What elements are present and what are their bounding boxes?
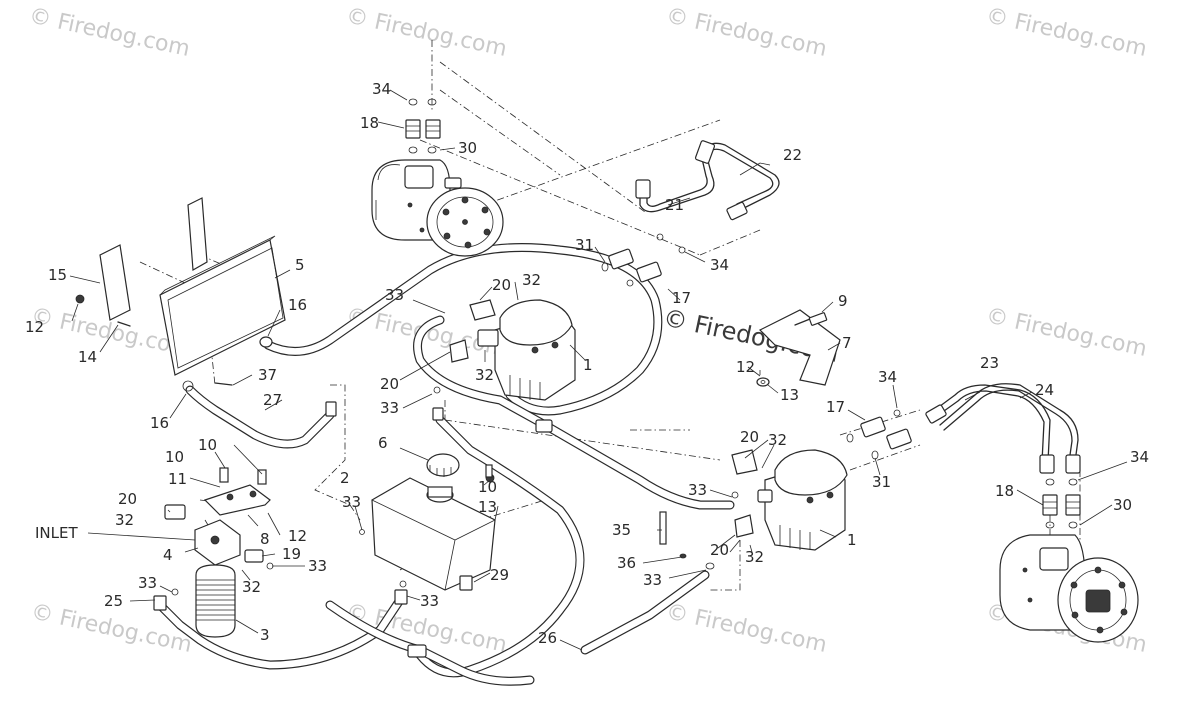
part-label-20: 20 (740, 428, 759, 446)
part-label-7: 7 (842, 334, 852, 352)
part-label-31: 31 (872, 473, 891, 491)
pump-lower (731, 449, 848, 551)
part-label-32: 32 (522, 271, 541, 289)
part-label-20: 20 (710, 541, 729, 559)
oil-cooler (75, 197, 286, 392)
part-label-33: 33 (308, 557, 327, 575)
part-label-12: 12 (288, 527, 307, 545)
part-label-20: 20 (492, 276, 511, 294)
part-label-17: 17 (826, 398, 845, 416)
inlet-label: INLET (35, 524, 78, 542)
watermark: © Firedog.com (664, 599, 829, 657)
part-label-33: 33 (342, 493, 361, 511)
fittings-31-17-upper (601, 233, 686, 287)
part-label-32: 32 (242, 578, 261, 596)
part-label-33: 33 (688, 481, 707, 499)
fittings-18-30-34-lower (1042, 478, 1081, 529)
part-label-6: 6 (378, 434, 388, 452)
watermark: © Firedog.com (27, 3, 192, 61)
watermark: © Firedog.com (664, 3, 829, 61)
part-label-4: 4 (163, 546, 173, 564)
part-label-32: 32 (745, 548, 764, 566)
part-label-32: 32 (115, 511, 134, 529)
part-label-33: 33 (380, 399, 399, 417)
part-label-33: 33 (420, 592, 439, 610)
part-label-22: 22 (783, 146, 802, 164)
bracket-7 (756, 309, 841, 387)
part-label-8: 8 (260, 530, 270, 548)
part-label-2: 2 (340, 469, 350, 487)
part-label-1: 1 (847, 531, 857, 549)
wheel-motor-lower (999, 534, 1139, 643)
part-label-20: 20 (380, 375, 399, 393)
part-label-30: 30 (1113, 496, 1132, 514)
part-label-15: 15 (48, 266, 67, 284)
tube-23-24 (925, 383, 1081, 474)
filter-assembly (164, 467, 271, 638)
part-label-12: 12 (25, 318, 44, 336)
fittings-lower-pump (846, 409, 912, 460)
part-label-1: 1 (583, 356, 593, 374)
part-label-37: 37 (258, 366, 277, 384)
part-label-18: 18 (995, 482, 1014, 500)
part-label-25: 25 (104, 592, 123, 610)
part-label-36: 36 (617, 554, 636, 572)
watermark: © Firedog.com (344, 3, 509, 61)
part-label-26: 26 (538, 629, 557, 647)
part-label-29: 29 (490, 566, 509, 584)
watermark: © Firedog.com (984, 303, 1149, 361)
part-label-16: 16 (150, 414, 169, 432)
misc-parts (153, 386, 739, 658)
reservoir-tank (371, 453, 496, 591)
part-label-32: 32 (768, 431, 787, 449)
part-label-24: 24 (1035, 381, 1054, 399)
part-label-14: 14 (78, 348, 97, 366)
part-labels: 34 18 30 22 21 15 5 12 14 16 31 34 33 20… (25, 80, 1149, 647)
part-label-13: 13 (478, 498, 497, 516)
part-label-11: 11 (168, 470, 187, 488)
part-label-34: 34 (878, 368, 897, 386)
part-label-34: 34 (710, 256, 729, 274)
part-label-31: 31 (575, 236, 594, 254)
part-label-34: 34 (372, 80, 391, 98)
part-label-33: 33 (385, 286, 404, 304)
part-label-5: 5 (295, 256, 305, 274)
part-label-35: 35 (612, 521, 631, 539)
part-label-30: 30 (458, 139, 477, 157)
part-label-18: 18 (360, 114, 379, 132)
part-label-10: 10 (198, 436, 217, 454)
part-label-12: 12 (736, 358, 755, 376)
part-label-23: 23 (980, 354, 999, 372)
part-label-33: 33 (138, 574, 157, 592)
tube-21-22 (635, 140, 780, 221)
part-label-19: 19 (282, 545, 301, 563)
part-label-33: 33 (643, 571, 662, 589)
part-label-10: 10 (165, 448, 184, 466)
part-label-32: 32 (475, 366, 494, 384)
part-label-21: 21 (665, 196, 684, 214)
fittings-18-30-34-top (405, 98, 441, 154)
pump-upper (449, 299, 576, 401)
part-label-17: 17 (672, 289, 691, 307)
part-label-9: 9 (838, 292, 848, 310)
part-label-20: 20 (118, 490, 137, 508)
part-label-16: 16 (288, 296, 307, 314)
wheel-motor-top (371, 159, 504, 257)
part-label-10: 10 (478, 478, 497, 496)
part-label-13: 13 (780, 386, 799, 404)
part-label-3: 3 (260, 626, 270, 644)
watermark: © Firedog.com (984, 3, 1149, 61)
leader-lines (69, 89, 1128, 651)
part-label-34: 34 (1130, 448, 1149, 466)
part-label-27: 27 (263, 391, 282, 409)
